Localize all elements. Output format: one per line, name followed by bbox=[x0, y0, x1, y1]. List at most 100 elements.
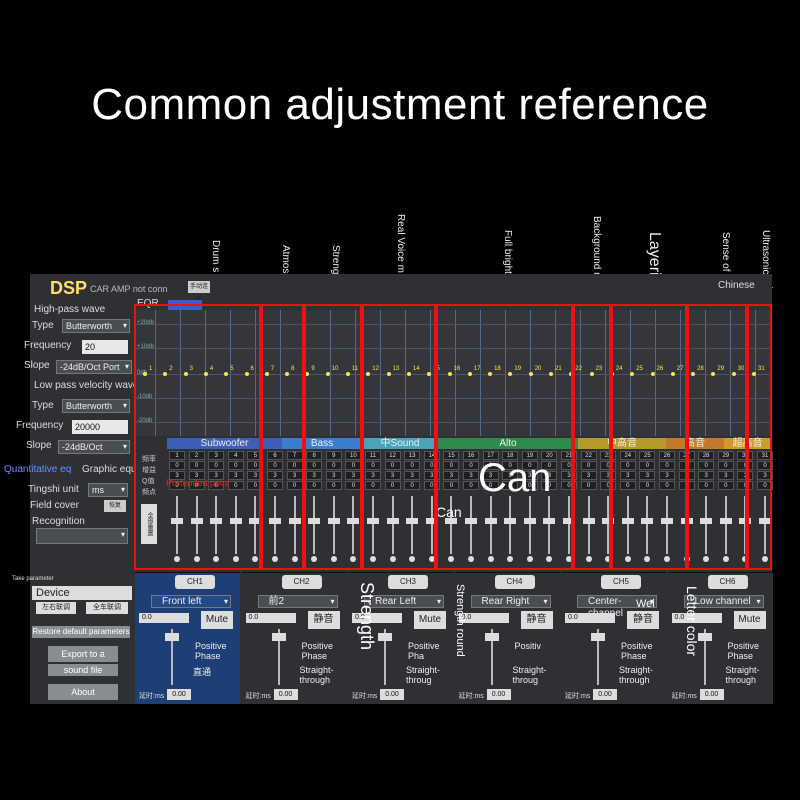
strip-cell[interactable]: 0 bbox=[502, 461, 519, 470]
straight-through-toggle[interactable]: Straight-throug bbox=[512, 665, 547, 685]
eq-point[interactable] bbox=[711, 372, 716, 376]
fader-knob[interactable] bbox=[582, 518, 595, 524]
strip-cell[interactable]: 1 bbox=[169, 451, 185, 460]
eq-point[interactable] bbox=[406, 372, 411, 376]
strip-cell[interactable]: 4 bbox=[227, 451, 244, 460]
strip-cell[interactable]: 0 bbox=[463, 461, 479, 470]
strip-cell[interactable]: 0 bbox=[267, 461, 283, 470]
fader-knob[interactable] bbox=[190, 518, 203, 524]
fader-knob[interactable] bbox=[288, 518, 301, 524]
strip-cell[interactable]: 3 bbox=[169, 471, 185, 480]
strip-cell[interactable]: 0 bbox=[404, 481, 421, 490]
eq-point[interactable] bbox=[589, 372, 594, 376]
strip-cell[interactable]: 0 bbox=[639, 461, 656, 470]
fader-knob[interactable] bbox=[484, 518, 497, 524]
mute-button[interactable]: Mute bbox=[201, 611, 233, 629]
strip-cell[interactable]: 3 bbox=[227, 471, 244, 480]
eq-point[interactable] bbox=[244, 372, 249, 376]
delay-input[interactable]: 0.00 bbox=[273, 689, 298, 700]
lp-type-select[interactable]: Butterworth bbox=[62, 399, 130, 413]
eq-point[interactable] bbox=[488, 372, 493, 376]
device-select[interactable]: Device bbox=[32, 586, 132, 600]
channel-gain-input[interactable]: 0.0 bbox=[352, 613, 402, 623]
eq-point[interactable] bbox=[508, 372, 513, 376]
eq-point[interactable] bbox=[752, 372, 756, 376]
channel-fader-knob[interactable] bbox=[591, 633, 605, 641]
strip-cell[interactable]: 0 bbox=[443, 481, 460, 490]
strip-cell[interactable]: 15 bbox=[443, 451, 460, 460]
fader-knob[interactable] bbox=[386, 518, 399, 524]
strip-cell[interactable]: 0 bbox=[619, 461, 636, 470]
eq-point[interactable] bbox=[346, 372, 350, 376]
strip-cell[interactable]: 3 bbox=[443, 471, 460, 480]
strip-cell[interactable]: 0 bbox=[482, 481, 499, 490]
fader-knob[interactable] bbox=[171, 518, 183, 524]
left-right-link-button[interactable]: 左右联调 bbox=[36, 602, 76, 614]
strip-cell[interactable]: 0 bbox=[502, 481, 519, 490]
straight-through-toggle[interactable]: 直通 bbox=[193, 667, 212, 677]
fader-knob[interactable] bbox=[210, 518, 223, 524]
fader-knob[interactable] bbox=[308, 518, 321, 524]
channel-fader-knob[interactable] bbox=[697, 633, 712, 641]
strip-cell[interactable]: 19 bbox=[521, 451, 538, 460]
straight-through-toggle[interactable]: Straight-through bbox=[299, 665, 334, 685]
mute-button[interactable]: Mute bbox=[733, 611, 766, 629]
strip-cell[interactable]: 31 bbox=[757, 451, 773, 460]
straight-through-toggle[interactable]: Straight-through bbox=[725, 665, 760, 685]
strip-cell[interactable]: 3 bbox=[482, 471, 499, 480]
language-label[interactable]: Chinese bbox=[718, 280, 755, 291]
strip-cell[interactable]: 0 bbox=[169, 461, 185, 470]
fader-knob[interactable] bbox=[563, 518, 575, 524]
strip-cell[interactable]: 3 bbox=[561, 471, 577, 480]
fader-knob[interactable] bbox=[719, 518, 732, 524]
fader-knob[interactable] bbox=[661, 518, 673, 524]
strip-cell[interactable]: 0 bbox=[169, 481, 185, 490]
mute-button[interactable]: 静音 bbox=[520, 611, 553, 629]
strip-cell[interactable]: 2 bbox=[188, 451, 205, 460]
eq-point[interactable] bbox=[670, 372, 675, 376]
strip-cell[interactable]: 0 bbox=[659, 481, 675, 490]
strip-cell[interactable]: 0 bbox=[384, 481, 401, 490]
strip-cell[interactable]: 0 bbox=[639, 481, 656, 490]
strip-cell[interactable]: 21 bbox=[561, 451, 577, 460]
strip-cell[interactable]: 0 bbox=[365, 461, 381, 470]
delay-input[interactable]: 0.00 bbox=[593, 689, 617, 700]
strip-cell[interactable]: 9 bbox=[325, 451, 342, 460]
straight-through-toggle[interactable]: Straight-through bbox=[619, 665, 654, 685]
delay-input[interactable]: 0.00 bbox=[699, 689, 724, 700]
strip-cell[interactable]: 0 bbox=[757, 461, 773, 470]
strip-cell[interactable]: 29 bbox=[717, 451, 734, 460]
channel-name-button[interactable]: CH6 bbox=[707, 575, 748, 589]
strip-cell[interactable]: 0 bbox=[717, 481, 734, 490]
strip-cell[interactable]: 0 bbox=[325, 461, 342, 470]
phase-toggle[interactable]: Positive Phase bbox=[195, 641, 227, 661]
phase-toggle[interactable]: Positive Pha bbox=[408, 641, 440, 661]
strip-cell[interactable]: 3 bbox=[757, 471, 773, 480]
strip-cell[interactable]: 3 bbox=[325, 471, 342, 480]
hp-type-select[interactable]: Butterworth bbox=[62, 319, 130, 333]
strip-cell[interactable]: 0 bbox=[463, 481, 479, 490]
strip-cell[interactable]: 0 bbox=[227, 461, 244, 470]
strip-cell[interactable]: 13 bbox=[404, 451, 421, 460]
lp-freq-input[interactable]: 20000 bbox=[72, 420, 128, 434]
eq-point[interactable] bbox=[366, 372, 371, 376]
strip-cell[interactable]: 0 bbox=[757, 481, 773, 490]
strip-cell[interactable]: 0 bbox=[208, 461, 225, 470]
channel-name-button[interactable]: CH1 bbox=[175, 575, 215, 589]
strip-cell[interactable]: 3 bbox=[600, 471, 617, 480]
strip-cell[interactable]: 18 bbox=[502, 451, 519, 460]
mute-button[interactable]: Mute bbox=[414, 611, 446, 629]
strip-cell[interactable]: 0 bbox=[443, 461, 460, 470]
fader-knob[interactable] bbox=[249, 518, 262, 524]
fader-knob[interactable] bbox=[367, 518, 379, 524]
straight-through-toggle[interactable]: Straight-throug bbox=[406, 665, 441, 685]
strip-cell[interactable]: 0 bbox=[423, 481, 440, 490]
strip-cell[interactable]: 3 bbox=[639, 471, 656, 480]
fader-knob[interactable] bbox=[543, 518, 556, 524]
all-car-link-button[interactable]: 全车联调 bbox=[86, 602, 128, 614]
fader-knob[interactable] bbox=[602, 518, 615, 524]
restore-default-button[interactable]: Restore default parameters bbox=[32, 626, 130, 638]
eq-point[interactable] bbox=[467, 372, 472, 376]
channel-position-select[interactable]: Front left bbox=[151, 595, 231, 608]
